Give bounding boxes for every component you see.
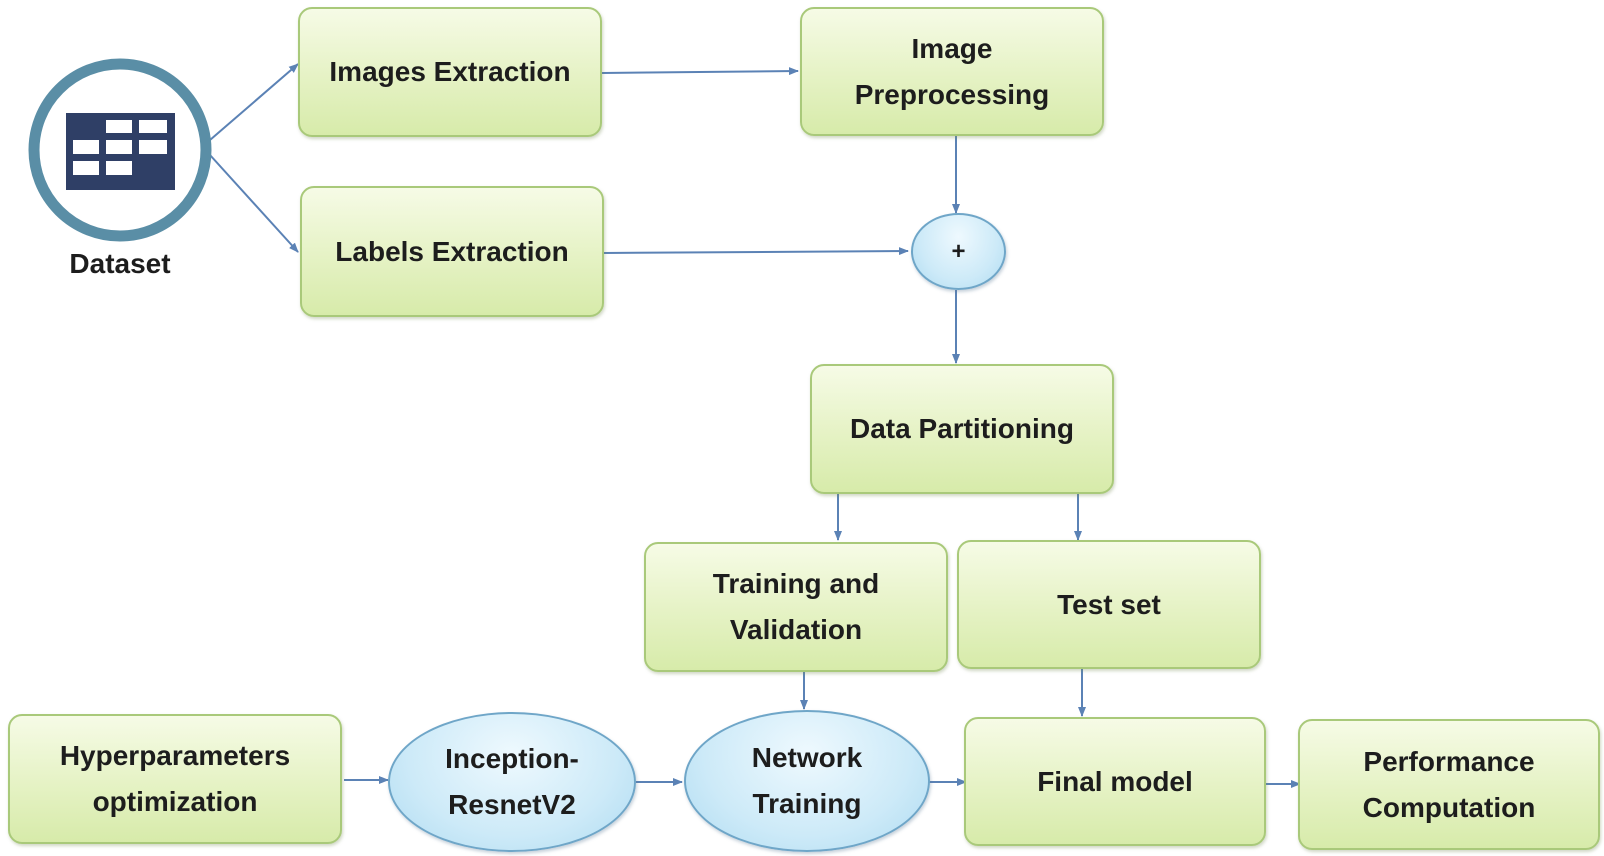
hyperparameters-label: Hyperparameters optimization <box>59 740 291 817</box>
edge-dataset-images <box>209 63 299 141</box>
labels-extraction-label: Labels Extraction <box>335 235 569 267</box>
images-extraction-box: Images Extraction <box>298 7 602 137</box>
edge-images-preprocessing <box>601 67 799 76</box>
edge-labels-merge <box>602 247 909 256</box>
image-preprocessing-box: Image Preprocessing <box>800 7 1104 136</box>
final-model-box: Final model <box>964 717 1266 846</box>
inception-label: Inception- ResnetV2 <box>445 743 579 820</box>
test-set-label: Test set <box>1057 588 1161 620</box>
performance-label: Performance Computation <box>1362 745 1536 823</box>
performance-box: Performance Computation <box>1298 719 1600 850</box>
training-validation-box: Training and Validation <box>644 542 948 672</box>
merge-node: + <box>911 213 1006 290</box>
network-training-node: Network Training <box>684 710 930 852</box>
images-extraction-label: Images Extraction <box>329 56 571 87</box>
training-validation-label: Training and Validation <box>712 568 880 645</box>
data-partitioning-label: Data Partitioning <box>849 413 1074 444</box>
hyperparameters-box: Hyperparameters optimization <box>8 714 342 844</box>
data-partitioning-box: Data Partitioning <box>810 364 1114 494</box>
network-training-label: Network Training <box>751 742 863 819</box>
image-preprocessing-label: Image Preprocessing <box>854 32 1050 110</box>
edge-dataset-labels <box>209 154 299 253</box>
dataset-icon <box>28 58 212 242</box>
inception-node: Inception- ResnetV2 <box>388 712 636 852</box>
final-model-label: Final model <box>1037 765 1193 797</box>
dataset-label: Dataset <box>69 248 171 279</box>
merge-plus-label: + <box>951 237 966 265</box>
test-set-box: Test set <box>957 540 1261 669</box>
labels-extraction-box: Labels Extraction <box>300 186 604 317</box>
